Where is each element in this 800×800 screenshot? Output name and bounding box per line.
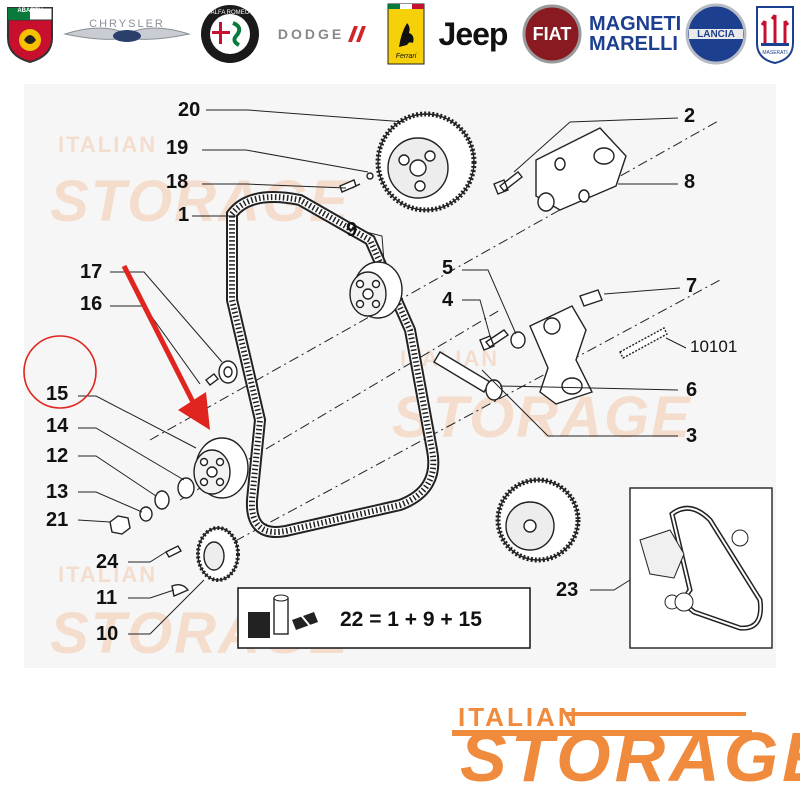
bolt	[479, 329, 510, 351]
callout-7: 7	[686, 275, 698, 297]
bolt	[339, 179, 361, 193]
callout-10101: 10101	[690, 337, 738, 356]
callout-24: 24	[96, 551, 119, 573]
bolt	[205, 373, 219, 386]
stud	[619, 327, 668, 359]
washer	[177, 477, 195, 499]
callout-18: 18	[166, 171, 189, 193]
callout-9: 9	[346, 219, 358, 241]
camshaft-pulley	[375, 111, 477, 213]
footer-big-text: STORAGE	[460, 718, 800, 796]
washer	[154, 490, 170, 510]
callout-20: 20	[178, 99, 201, 121]
footer-small-text: ITALIAN	[458, 702, 580, 732]
kit-formula: 22 = 1 + 9 + 15	[340, 608, 482, 631]
chrysler-logo-icon: CHRYSLER	[62, 2, 192, 66]
magneti-marelli-logo-icon: MAGNETI MARELLI	[589, 13, 682, 55]
callout-6: 6	[686, 379, 698, 401]
shaft	[433, 351, 491, 393]
callout-23: 23	[556, 579, 579, 601]
idler-pulley	[349, 261, 403, 319]
inset-box	[629, 487, 773, 649]
tensioner-pulley	[193, 437, 249, 499]
jeep-logo-icon: Jeep	[438, 15, 509, 52]
highlight-circle	[23, 335, 97, 409]
tensioner-arm	[529, 305, 593, 405]
callout-10: 10	[96, 623, 119, 645]
watermark-big: STORAGE	[392, 385, 692, 450]
callout-15: 15	[46, 383, 69, 405]
crankshaft-sprocket	[495, 477, 581, 563]
callout-8: 8	[684, 171, 696, 193]
fiat-logo-icon: FIAT	[520, 2, 584, 66]
bolt	[493, 171, 523, 195]
callout-1: 1	[178, 204, 190, 226]
nut	[109, 515, 131, 535]
red-arrow-icon	[121, 264, 210, 430]
callout-2: 2	[684, 105, 696, 127]
key	[171, 583, 190, 597]
pin	[165, 545, 182, 558]
callout-16: 16	[80, 293, 103, 315]
abarth-logo-icon: ABARTH	[2, 2, 58, 66]
dodge-logo-icon: DODGE	[266, 2, 378, 66]
kit-box	[237, 587, 531, 649]
callout-13: 13	[46, 481, 69, 503]
bracket	[535, 127, 627, 212]
alfa-romeo-logo-icon: ALFA ROMEO	[198, 2, 262, 66]
callout-11: 11	[96, 587, 118, 609]
callout-12: 12	[46, 445, 69, 467]
crank-gear	[196, 526, 240, 582]
sleeve	[579, 289, 603, 307]
washer	[139, 506, 153, 522]
callout-4: 4	[442, 289, 454, 311]
lancia-logo-icon: LANCIA	[684, 2, 748, 66]
callout-5: 5	[442, 257, 454, 279]
pin	[366, 172, 374, 180]
callout-19: 19	[166, 137, 189, 159]
timing-belt	[226, 191, 440, 538]
washer	[510, 331, 526, 349]
callout-21: 21	[46, 509, 69, 531]
callout-14: 14	[46, 415, 69, 437]
watermark-small: ITALIAN	[58, 132, 158, 157]
kit-icon	[248, 594, 318, 638]
maserati-logo-icon: MASERATI	[752, 2, 798, 66]
ferrari-logo-icon: Ferrari	[384, 2, 428, 66]
washer-hole	[223, 366, 233, 378]
callout-3: 3	[686, 425, 698, 447]
watermark-small: ITALIAN	[58, 562, 158, 587]
callout-17: 17	[80, 261, 103, 283]
